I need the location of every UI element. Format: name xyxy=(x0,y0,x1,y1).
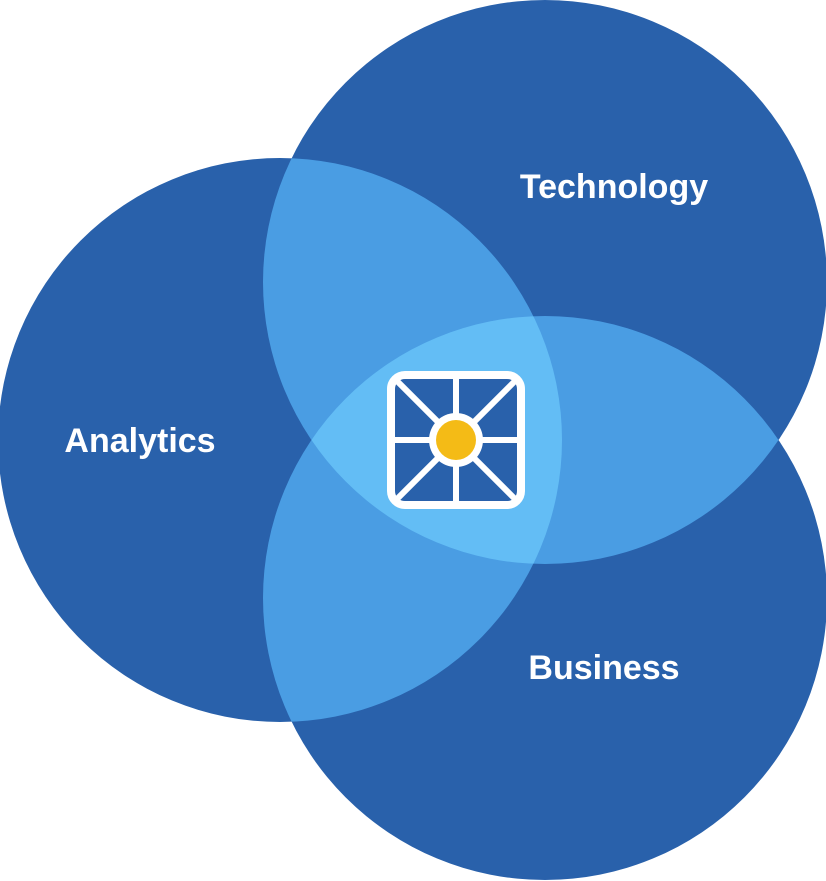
technology-label: Technology xyxy=(520,168,708,206)
analytics-label: Analytics xyxy=(64,422,215,460)
chip-sun-icon xyxy=(387,371,525,509)
business-label: Business xyxy=(528,649,679,687)
